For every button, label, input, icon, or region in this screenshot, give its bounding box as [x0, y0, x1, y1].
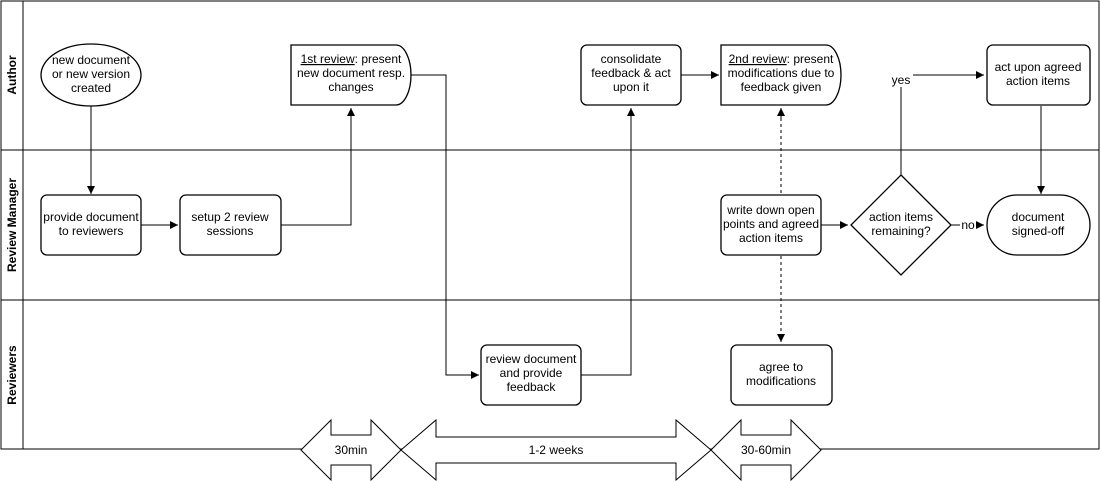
node-text: act upon agreed — [995, 60, 1082, 74]
node-provide-document[interactable]: provide document to reviewers — [40, 194, 142, 256]
node-text: modifications due to — [728, 66, 835, 80]
node-text: modifications — [746, 374, 816, 388]
timeline-label-1-2-weeks: 1-2 weeks — [529, 443, 584, 457]
node-text: remaining? — [871, 224, 931, 238]
edge-first-review-to-review-doc — [411, 74, 479, 379]
diamond-shape — [850, 174, 952, 276]
lane-title-review-manager: Review Manager — [5, 178, 19, 272]
node-text: provide document — [43, 210, 139, 224]
node-text: feedback & act — [591, 66, 671, 80]
node-first-review[interactable]: 1st review: present new document resp. c… — [290, 44, 412, 106]
node-text: and provide — [500, 366, 563, 380]
node-text: feedback — [507, 380, 557, 394]
node-text: or new version — [52, 67, 130, 81]
node-consolidate-feedback[interactable]: consolidate feedback & act upon it — [580, 44, 682, 106]
node-text: new document — [52, 53, 131, 67]
node-text: write down open — [726, 203, 814, 217]
node-new-document[interactable]: new document or new version created — [40, 43, 142, 107]
rect-shape — [179, 194, 282, 256]
edge-label-yes: yes — [892, 73, 911, 87]
node-agree-to-modifications[interactable]: agree to modifications — [730, 344, 833, 406]
node-text: review document — [486, 352, 577, 366]
rect-shape — [720, 194, 822, 256]
node-second-review[interactable]: 2nd review: present modifications due to… — [720, 44, 842, 106]
node-text: action items — [1006, 74, 1070, 88]
timeline-label-30-60min: 30-60min — [741, 443, 791, 457]
rect-shape — [480, 344, 582, 406]
node-setup-review-sessions[interactable]: setup 2 review sessions — [179, 194, 282, 256]
edges — [87, 71, 1045, 379]
lane-title-author: Author — [5, 55, 19, 95]
timeline-label-30min: 30min — [335, 443, 368, 457]
terminator-shape — [986, 194, 1091, 256]
node-text: feedback given — [741, 80, 822, 94]
rect-shape — [730, 344, 833, 406]
node-text: 2nd review: present — [729, 52, 834, 66]
node-text: consolidate — [601, 52, 662, 66]
node-text: setup 2 review — [191, 210, 269, 224]
node-text: points and agreed — [723, 217, 819, 231]
delay-shape — [720, 44, 842, 106]
no-label-bg — [960, 218, 976, 232]
node-text: action items — [869, 210, 933, 224]
node-write-down-points[interactable]: write down open points and agreed action… — [720, 194, 822, 256]
node-decision-action-items[interactable]: action items remaining? — [850, 174, 952, 276]
node-text: action items — [739, 231, 803, 245]
node-text: new document resp. — [297, 66, 405, 80]
edge-setup-to-first-review — [281, 108, 355, 226]
node-text: document — [1012, 210, 1065, 224]
rect-shape — [986, 44, 1091, 106]
node-review-document[interactable]: review document and provide feedback — [480, 344, 582, 406]
node-text: to reviewers — [59, 224, 124, 238]
rect-shape — [40, 194, 142, 256]
node-text: upon it — [613, 80, 650, 94]
node-text: created — [71, 81, 111, 95]
node-text: signed-off — [1012, 224, 1065, 238]
delay-shape — [290, 44, 412, 106]
node-text: 1st review: present — [301, 52, 402, 66]
edge-review-doc-to-consolidate — [581, 108, 635, 376]
timeline-arrow-30-60min — [710, 418, 822, 481]
node-act-upon-action-items[interactable]: act upon agreed action items — [986, 44, 1091, 106]
rect-shape — [580, 44, 682, 106]
edge-decision-yes — [900, 71, 984, 175]
lane-title-reviewers: Reviewers — [5, 345, 19, 405]
edge-label-no: no — [961, 218, 975, 232]
node-text: changes — [328, 80, 373, 94]
ellipse-shape — [40, 43, 142, 107]
node-text: agree to — [759, 360, 803, 374]
timeline: 30min 1-2 weeks 30-60min — [300, 418, 822, 481]
node-document-signed-off[interactable]: document signed-off — [986, 194, 1091, 256]
yes-label-bg — [889, 73, 913, 87]
node-text: sessions — [207, 224, 254, 238]
